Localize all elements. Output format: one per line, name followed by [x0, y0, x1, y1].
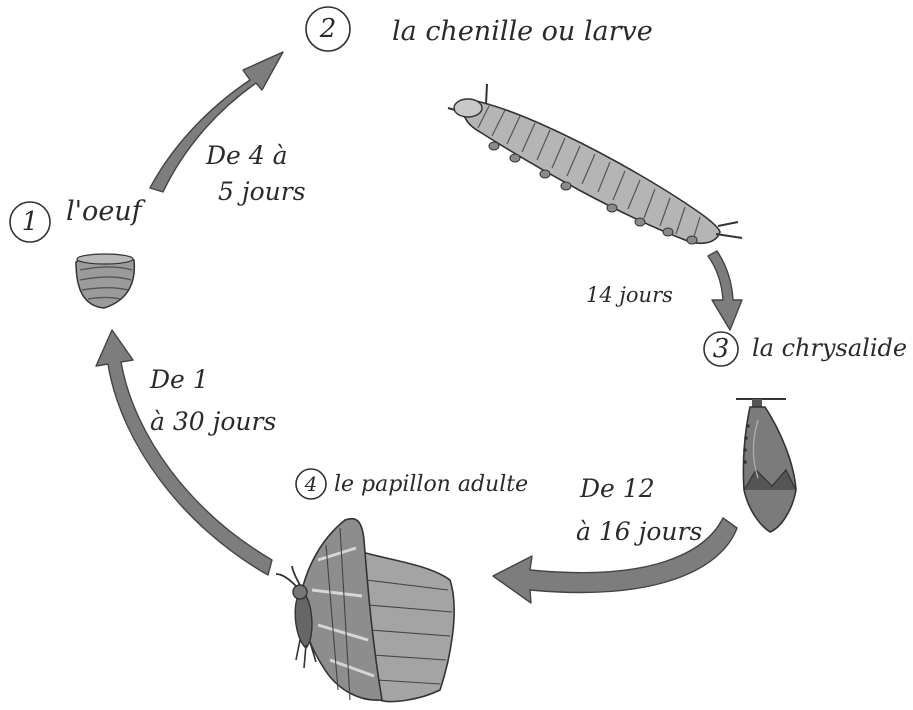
duration-egg-to-larva-line-2: 5 jours [218, 177, 306, 206]
caterpillar-icon [448, 84, 742, 244]
duration-pupa-to-adult: De 12 à 16 jours [576, 474, 702, 546]
duration-pupa-to-adult-line-1: De 12 [579, 474, 655, 503]
duration-larva-to-pupa-line-1: 14 jours [586, 283, 673, 307]
stage-4-number: 4 [304, 472, 318, 496]
stage-4-title: le papillon adulte [334, 472, 528, 497]
stage-3-label: 3 la chrysalide [704, 332, 907, 366]
duration-egg-to-larva: De 4 à 5 jours [205, 141, 306, 206]
egg-icon [76, 254, 134, 308]
arrow-egg-to-larva [150, 52, 283, 192]
butterfly-icon [276, 519, 454, 702]
duration-adult-to-egg: De 1 à 30 jours [149, 365, 276, 436]
stage-3-title: la chrysalide [752, 334, 907, 362]
stage-1-title: l'oeuf [66, 196, 146, 227]
stage-3-number: 3 [713, 334, 730, 364]
stage-1-number: 1 [22, 207, 39, 237]
duration-egg-to-larva-line-1: De 4 à [205, 141, 288, 170]
duration-pupa-to-adult-line-2: à 16 jours [576, 517, 702, 546]
stage-2-number: 2 [319, 14, 337, 44]
duration-adult-to-egg-line-1: De 1 [149, 365, 209, 394]
duration-adult-to-egg-line-2: à 30 jours [150, 407, 276, 436]
stage-1-label: 1 l'oeuf [10, 196, 146, 242]
arrow-larva-to-pupa [708, 251, 742, 330]
chrysalis-icon [736, 399, 796, 532]
stage-2-label: 2 la chenille ou larve [306, 7, 653, 51]
duration-larva-to-pupa: 14 jours [586, 283, 673, 307]
stage-2-title: la chenille ou larve [392, 16, 653, 47]
stage-4-label: 4 le papillon adulte [296, 469, 528, 499]
